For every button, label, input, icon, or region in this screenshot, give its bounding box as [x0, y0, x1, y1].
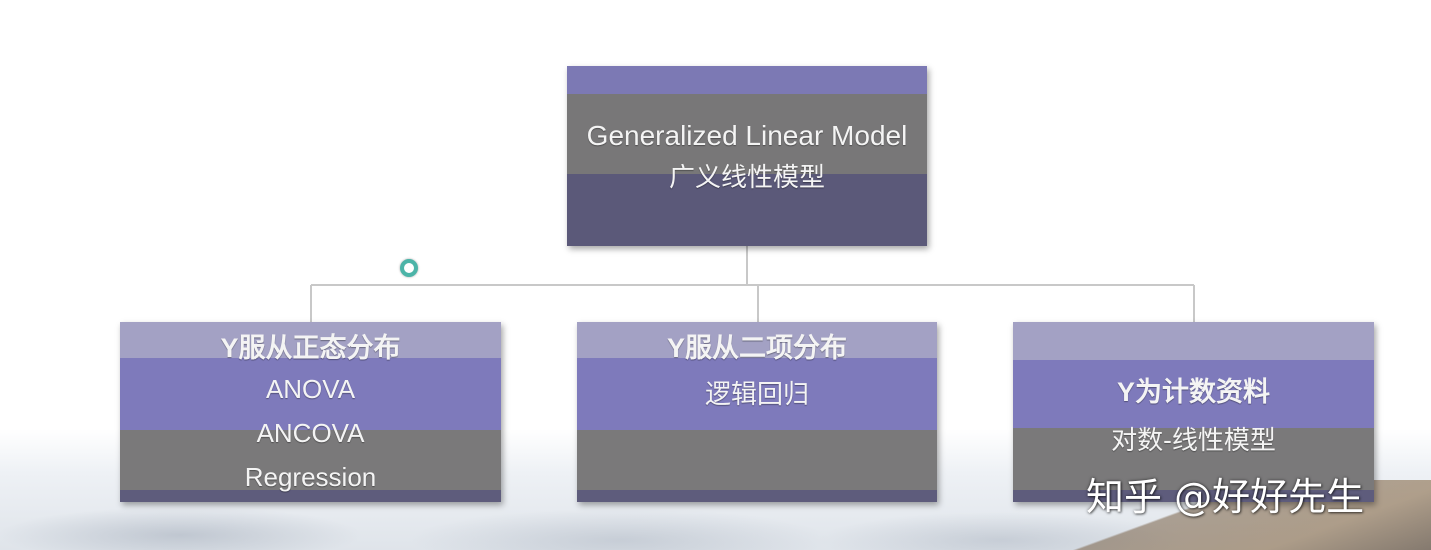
- child-line: 对数-线性模型: [1111, 425, 1276, 455]
- root-node: Generalized Linear Model 广义线性模型: [567, 66, 927, 246]
- child-band-gray: [577, 430, 937, 490]
- child-header: Y服从二项分布: [666, 333, 847, 363]
- child-line: ANCOVA: [256, 418, 365, 448]
- cursor-ring-icon: [400, 259, 418, 277]
- watermark: 知乎 @好好先生: [1086, 475, 1365, 519]
- root-band-top: [567, 66, 927, 94]
- child-band-purple: [577, 358, 937, 430]
- child-band-purple: [120, 358, 501, 430]
- root-title-zh: 广义线性模型: [668, 162, 825, 192]
- root-band-bottom: [567, 174, 927, 246]
- child-band-purple: [1013, 360, 1374, 428]
- child-band-top: [1013, 322, 1374, 360]
- root-title-en: Generalized Linear Model: [586, 120, 908, 151]
- root-band-middle: [567, 94, 927, 174]
- child-band-top: [120, 322, 501, 358]
- child-band-bottom: [577, 490, 937, 502]
- child-line: 逻辑回归: [704, 379, 809, 409]
- child-band-gray: [1013, 428, 1374, 490]
- child-band-gray: [120, 430, 501, 490]
- child-band-top: [577, 322, 937, 358]
- child-line: ANOVA: [265, 374, 356, 404]
- child-node-count: Y为计数资料 对数-线性模型: [1013, 322, 1374, 502]
- child-band-bottom: [120, 490, 501, 502]
- child-header: Y服从正态分布: [220, 333, 401, 363]
- child-band-bottom: [1013, 490, 1374, 502]
- child-node-normal: Y服从正态分布 ANOVA ANCOVA Regression: [120, 322, 501, 502]
- child-line: Regression: [244, 462, 377, 492]
- child-header: Y为计数资料: [1116, 377, 1270, 407]
- child-node-binomial: Y服从二项分布 逻辑回归: [577, 322, 937, 502]
